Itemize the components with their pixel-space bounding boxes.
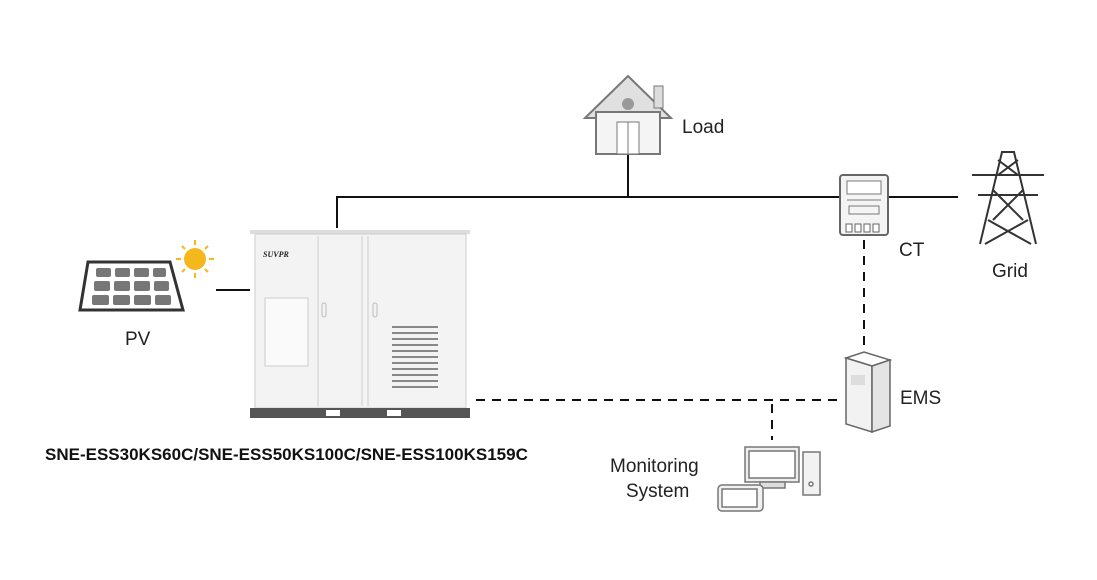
- monitoring-label-line1: Monitoring: [610, 456, 699, 477]
- house-icon: [582, 74, 674, 155]
- grid-tower-icon: [972, 151, 1044, 245]
- solar-panel-icon: [78, 260, 185, 312]
- ct-meter-icon: [839, 174, 889, 236]
- ems-label: EMS: [900, 388, 942, 409]
- power-lines: [216, 155, 958, 291]
- monitoring-label-line2: System: [626, 481, 690, 502]
- communication-lines: [476, 240, 865, 440]
- ess-cabinet: SUVPR: [250, 230, 470, 418]
- monitoring-computer-icon: [717, 446, 821, 512]
- cabinet-brand-logo: SUVPR: [263, 250, 289, 259]
- ems-server-icon: [843, 351, 893, 434]
- grid-label: Grid: [992, 261, 1028, 282]
- sun-icon: [176, 240, 214, 278]
- ct-label: CT: [899, 240, 925, 261]
- pv-label: PV: [125, 329, 151, 350]
- load-label: Load: [682, 117, 725, 138]
- model-caption: SNE-ESS30KS60C/SNE-ESS50KS100C/SNE-ESS10…: [45, 445, 528, 464]
